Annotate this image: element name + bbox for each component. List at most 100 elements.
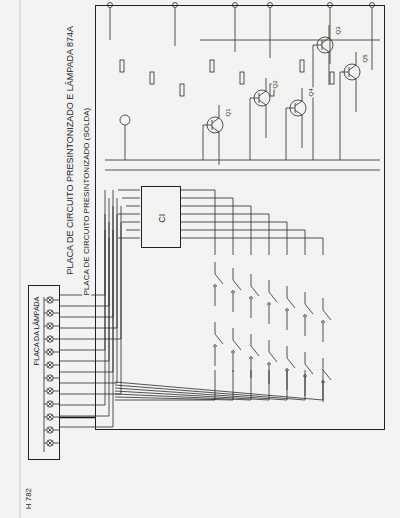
wire (48, 415, 53, 420)
wire (212, 127, 219, 132)
wire (305, 230, 306, 255)
wire (323, 324, 324, 342)
component-label: Q5 (362, 53, 369, 63)
wire (323, 370, 331, 380)
wire (60, 416, 109, 417)
lamp-symbol (47, 427, 53, 433)
wire (48, 298, 53, 303)
board-label: CI (157, 213, 167, 224)
wire (233, 198, 234, 255)
wire (180, 230, 192, 231)
wire (117, 198, 118, 383)
wire (44, 365, 47, 366)
wire (203, 125, 212, 126)
wire (192, 222, 287, 223)
wire (192, 190, 215, 191)
wire (286, 108, 295, 109)
switch-contact (268, 363, 271, 366)
wire (44, 352, 47, 353)
component-label: Q2 (272, 79, 279, 89)
wire (305, 304, 313, 314)
wire (372, 8, 373, 70)
wire (48, 324, 53, 329)
wire (233, 268, 234, 280)
wire (44, 430, 47, 431)
wire (251, 286, 259, 296)
lamp-symbol (47, 375, 53, 381)
wire (233, 294, 234, 312)
lamp-symbol (47, 349, 53, 355)
wire (128, 230, 140, 231)
wire (313, 45, 322, 46)
wire (269, 306, 270, 324)
wire (286, 108, 287, 160)
wire (48, 324, 53, 329)
wire (115, 385, 305, 400)
wire (340, 72, 341, 160)
wire (48, 441, 53, 446)
wire (329, 25, 330, 38)
switch-contact (214, 345, 217, 348)
wire (323, 238, 324, 255)
wire (322, 47, 329, 52)
wire (53, 313, 60, 314)
wire (113, 230, 114, 427)
wire (53, 339, 60, 340)
wire (105, 170, 380, 171)
wire (305, 370, 306, 400)
wire (192, 238, 323, 239)
wire (48, 402, 53, 407)
wire (215, 348, 216, 366)
wire (233, 340, 241, 350)
wire (192, 206, 251, 207)
wire (53, 378, 60, 379)
wire (128, 206, 140, 207)
wire (53, 352, 60, 353)
wire (270, 8, 271, 58)
wire (44, 339, 47, 340)
wire (356, 52, 357, 65)
wire (48, 350, 53, 355)
wire (305, 364, 313, 374)
wire (48, 389, 53, 394)
wire (180, 222, 192, 223)
wire (126, 230, 128, 231)
resistor-symbol (120, 60, 124, 72)
page-number: H 782 (24, 486, 33, 509)
wire (215, 274, 223, 284)
wire (53, 391, 60, 392)
wire (305, 292, 306, 304)
wire (48, 337, 53, 342)
wire (269, 352, 277, 362)
wire (313, 45, 314, 160)
wire (192, 214, 269, 215)
wire (126, 206, 128, 207)
wire (323, 358, 324, 370)
wire (128, 198, 140, 199)
transistor-symbol (120, 115, 130, 125)
wire (48, 428, 53, 433)
switch-contact (250, 297, 253, 300)
wire (322, 38, 329, 43)
wire (60, 361, 109, 362)
wire (266, 78, 267, 91)
integrated-circuit: CI (141, 186, 181, 248)
wire (305, 352, 306, 364)
wire (53, 443, 60, 444)
preset-board: PLACA DE CIRCUITO PRESINTONIZADO (SOLDA)… (95, 5, 385, 430)
component-label: Q4 (308, 87, 315, 97)
wire (215, 370, 216, 400)
wire (215, 334, 223, 344)
wire (215, 190, 216, 255)
wire (48, 428, 53, 433)
wire (44, 300, 47, 301)
wire (53, 326, 60, 327)
wire (323, 310, 331, 320)
wire (212, 118, 219, 123)
wire (121, 206, 122, 394)
lamp-symbol (47, 323, 53, 329)
wire (53, 300, 60, 301)
wire (233, 280, 241, 290)
